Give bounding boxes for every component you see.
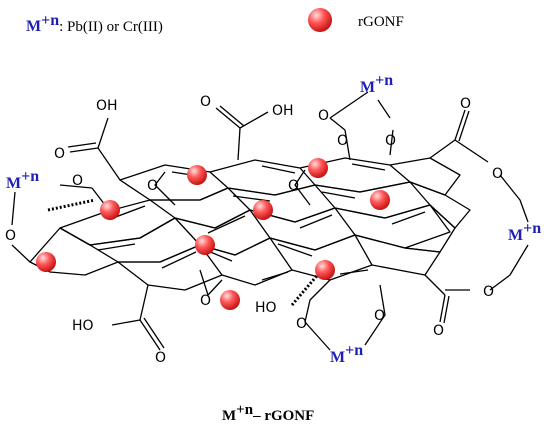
- rgonf-particle: [308, 158, 328, 178]
- rgonf-particle: [100, 200, 120, 220]
- rgonf-particle: [253, 200, 273, 220]
- rgonf-particle: [220, 290, 240, 310]
- o-label-left-2: O: [5, 228, 16, 244]
- o-label-left-1: O: [72, 173, 83, 189]
- legend-particle-icon: [308, 8, 332, 32]
- o-label-m1-left: O: [318, 108, 329, 124]
- rgonf-particle: [187, 165, 207, 185]
- o-label-top-right: O: [460, 96, 471, 112]
- oh-label-top-mid: OH: [272, 103, 294, 119]
- o-label-bottom-left: O: [155, 350, 166, 366]
- metal-label-left: M+n: [6, 168, 39, 192]
- legend: M+n: Pb(II) or Cr(III) rGONF: [26, 8, 404, 35]
- ho-label-bottom-mid: HO: [255, 300, 277, 316]
- figure-caption: M+n– rGONF: [222, 402, 314, 424]
- graphene-sheet: [29, 157, 471, 291]
- ho-label-bottom-left: HO: [72, 318, 94, 334]
- metal-ions: M+n M+n M+n M+n: [6, 72, 541, 366]
- o-label-right-2: O: [483, 284, 494, 300]
- o-label-bottom-bridge: O: [200, 293, 211, 309]
- o-label-top-left: O: [54, 146, 65, 162]
- rgonf-particle: [370, 190, 390, 210]
- o-label-top-mid: O: [200, 94, 211, 110]
- rgonf-particle: [195, 235, 215, 255]
- rgonf-particles: [36, 158, 390, 310]
- o-label-m1-right: O: [385, 133, 396, 149]
- metal-label-top: M+n: [360, 72, 393, 96]
- o-label-m4-right: O: [374, 308, 385, 324]
- metal-label-bottom: M+n: [330, 342, 363, 366]
- o-label-ether-2: O: [288, 178, 299, 194]
- o-label-m4-left: O: [296, 316, 307, 332]
- legend-particle-label: rGONF: [358, 14, 404, 30]
- rgonf-particle: [315, 260, 335, 280]
- atom-labels: OH O O OH O O O O O O O O O O O HO O O H…: [5, 94, 503, 366]
- o-label-bottom-right: O: [433, 323, 444, 339]
- o-label-m1-left-low: O: [337, 133, 348, 149]
- o-label-right-1: O: [492, 166, 503, 182]
- o-label-ether-1: O: [147, 178, 158, 194]
- oh-label-top-left: OH: [96, 98, 118, 114]
- metal-label-right: M+n: [508, 220, 541, 244]
- rgonf-particle: [36, 252, 56, 272]
- legend-metal: M+n: Pb(II) or Cr(III): [26, 12, 163, 35]
- functional-groups: [11, 91, 529, 351]
